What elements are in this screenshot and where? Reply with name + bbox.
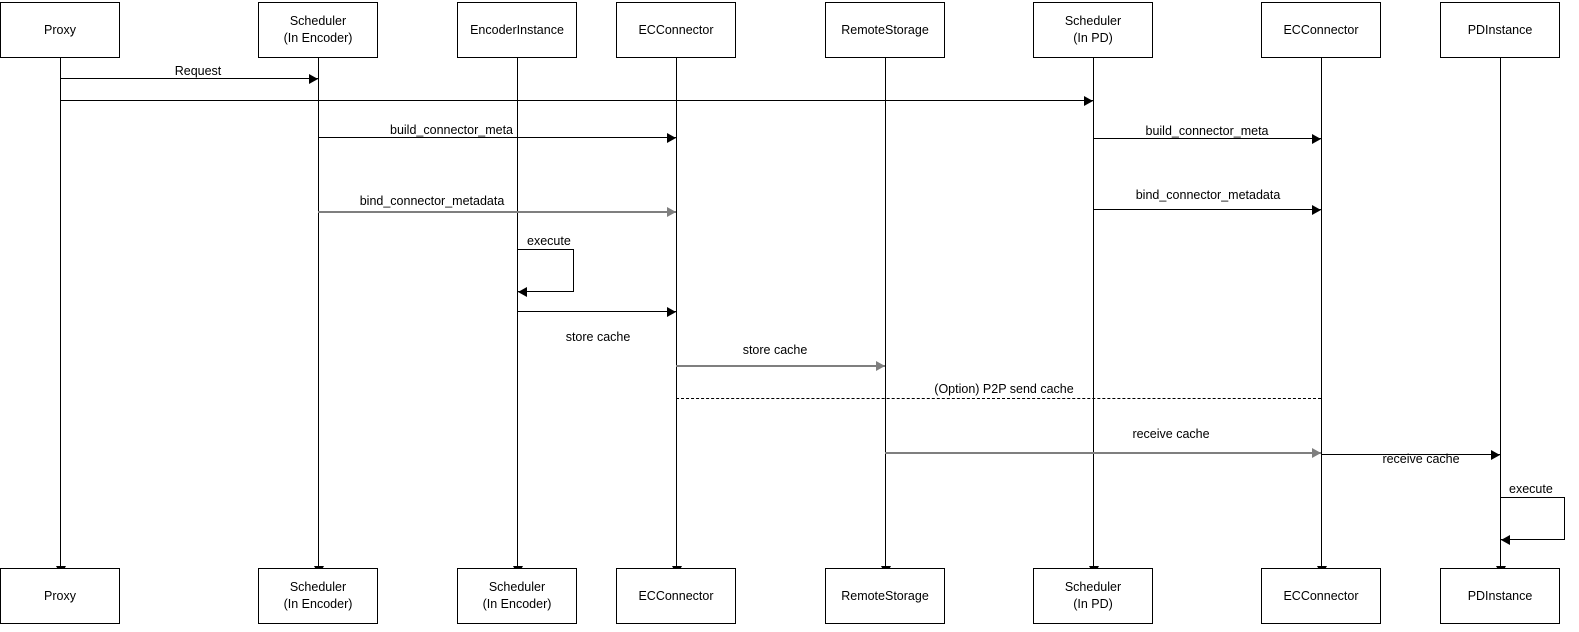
message-line-m7 bbox=[517, 311, 676, 312]
participant-footer-box-ec_conn_enc_f[interactable]: ECConnector bbox=[616, 568, 736, 624]
message-label-m9: (Option) P2P send cache bbox=[934, 382, 1074, 396]
message-line-m11 bbox=[1321, 454, 1500, 455]
lifeline-remote_store bbox=[885, 58, 886, 567]
message-arrowhead-m6 bbox=[1312, 205, 1321, 215]
message-label-m1: Request bbox=[174, 64, 222, 78]
lifeline-ec_conn_enc bbox=[676, 58, 677, 567]
participant-box-pd_inst[interactable]: PDInstance bbox=[1440, 2, 1560, 58]
participant-box-sched_enc[interactable]: Scheduler (In Encoder) bbox=[258, 2, 378, 58]
message-arrowhead-m3 bbox=[667, 133, 676, 143]
message-label-m4: build_connector_meta bbox=[1145, 124, 1269, 138]
lifeline-ec_conn_pd bbox=[1321, 58, 1322, 567]
message-line-m9 bbox=[676, 398, 1321, 399]
lifeline-pd_inst bbox=[1500, 58, 1501, 567]
message-label-m6: bind_connector_metadata bbox=[1135, 188, 1281, 202]
participant-box-ec_conn_enc[interactable]: ECConnector bbox=[616, 2, 736, 58]
participant-box-sched_pd[interactable]: Scheduler (In PD) bbox=[1033, 2, 1153, 58]
self-call-loop-s2 bbox=[1501, 497, 1565, 540]
message-label-m10: receive cache bbox=[1132, 427, 1210, 441]
self-call-arrowhead-s2 bbox=[1501, 535, 1510, 545]
participant-box-ec_conn_pd[interactable]: ECConnector bbox=[1261, 2, 1381, 58]
participant-box-encoder_inst[interactable]: EncoderInstance bbox=[457, 2, 577, 58]
self-call-label-s2: execute bbox=[1509, 482, 1553, 496]
message-label-m7: store cache bbox=[565, 330, 631, 344]
self-call-loop-s1 bbox=[518, 249, 574, 292]
message-label-m5: bind_connector_metadata bbox=[359, 194, 505, 208]
message-arrowhead-m5 bbox=[667, 207, 676, 217]
message-line-m2 bbox=[60, 100, 1093, 101]
participant-footer-box-sched_enc_f[interactable]: Scheduler (In Encoder) bbox=[258, 568, 378, 624]
lifeline-sched_enc bbox=[318, 58, 319, 567]
participant-footer-box-ec_conn_pd_f[interactable]: ECConnector bbox=[1261, 568, 1381, 624]
message-arrowhead-m11 bbox=[1491, 450, 1500, 460]
message-line-m1 bbox=[60, 78, 318, 79]
message-arrowhead-m10 bbox=[1312, 448, 1321, 458]
participant-footer-box-pd_inst_f[interactable]: PDInstance bbox=[1440, 568, 1560, 624]
participant-box-proxy[interactable]: Proxy bbox=[0, 2, 120, 58]
message-arrowhead-m2 bbox=[1084, 96, 1093, 106]
message-arrowhead-m7 bbox=[667, 307, 676, 317]
participant-footer-box-encoder_inst_f[interactable]: Scheduler (In Encoder) bbox=[457, 568, 577, 624]
message-line-m3 bbox=[318, 137, 676, 138]
message-arrowhead-m8 bbox=[876, 361, 885, 371]
message-label-m8: store cache bbox=[742, 343, 808, 357]
message-line-m5 bbox=[318, 211, 676, 213]
message-label-m11: receive cache bbox=[1382, 452, 1460, 466]
participant-footer-box-sched_pd_f[interactable]: Scheduler (In PD) bbox=[1033, 568, 1153, 624]
message-line-m8 bbox=[676, 365, 885, 367]
self-call-label-s1: execute bbox=[527, 234, 571, 248]
lifeline-proxy bbox=[60, 58, 61, 567]
self-call-arrowhead-s1 bbox=[518, 287, 527, 297]
participant-footer-box-proxy_f[interactable]: Proxy bbox=[0, 568, 120, 624]
message-arrowhead-m1 bbox=[309, 74, 318, 84]
participant-box-remote_store[interactable]: RemoteStorage bbox=[825, 2, 945, 58]
participant-footer-box-remote_store_f[interactable]: RemoteStorage bbox=[825, 568, 945, 624]
message-line-m6 bbox=[1093, 209, 1321, 210]
message-arrowhead-m4 bbox=[1312, 134, 1321, 144]
message-line-m4 bbox=[1093, 138, 1321, 139]
message-label-m3: build_connector_meta bbox=[390, 123, 513, 137]
lifeline-sched_pd bbox=[1093, 58, 1094, 567]
lifeline-encoder_inst bbox=[517, 58, 518, 567]
message-line-m10 bbox=[885, 452, 1321, 454]
